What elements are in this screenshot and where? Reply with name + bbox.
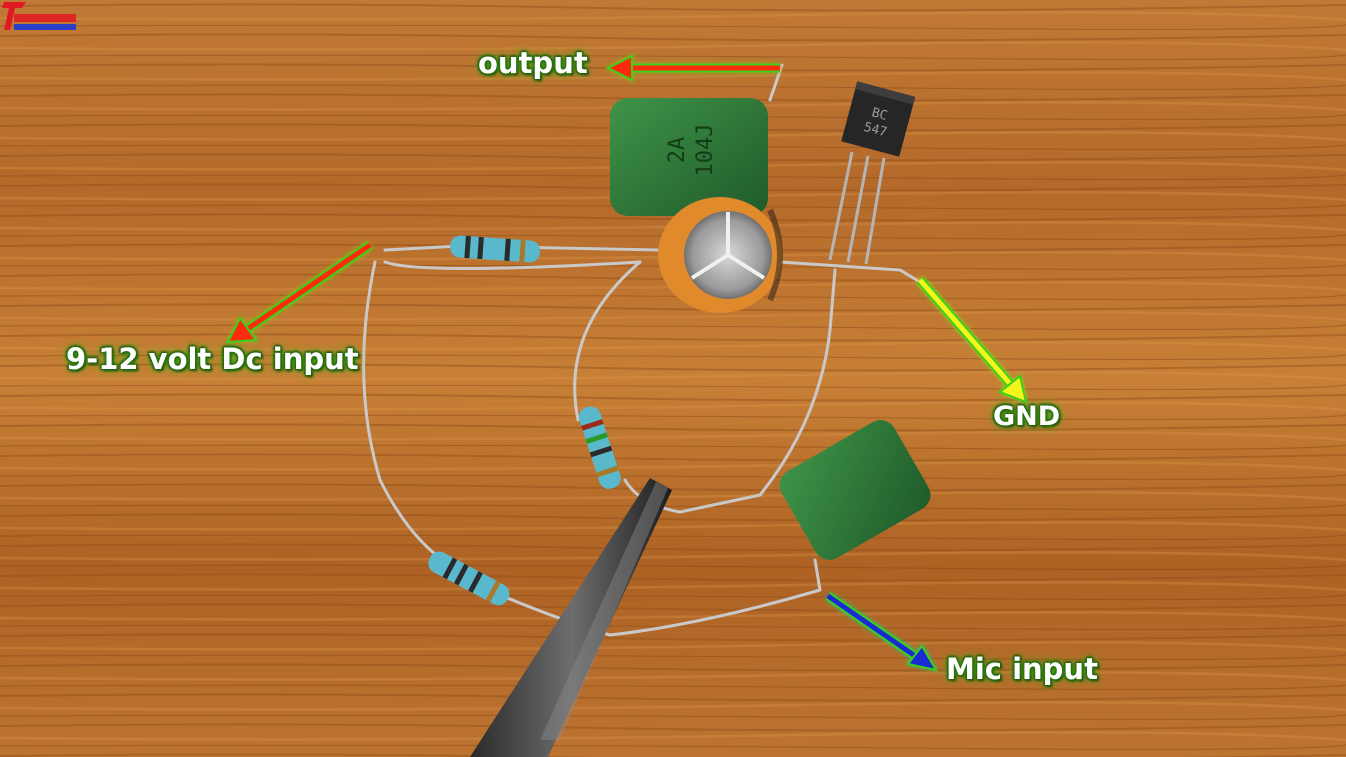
film-capacitor-bottom — [779, 420, 931, 560]
film-capacitor-top: 2A 104J — [610, 98, 768, 216]
label-gnd: GND — [993, 401, 1061, 432]
arrow-output — [605, 54, 780, 82]
arrow-mic-input — [825, 592, 939, 672]
tweezers — [470, 478, 672, 757]
resistor-bottom — [428, 551, 510, 606]
transistor: BC 547 — [828, 81, 916, 265]
electrolytic-capacitor — [658, 197, 783, 313]
transistor-marking-2: 547 — [862, 120, 889, 141]
resistor-top — [450, 235, 541, 263]
arrow-dc-input — [226, 241, 373, 344]
transistor-marking-1: BC — [870, 105, 889, 124]
arrow-gnd — [916, 277, 1028, 404]
resistor-middle — [578, 406, 621, 489]
capacitor-marking-1: 2A — [665, 137, 690, 164]
label-dc-input: 9-12 volt Dc input — [66, 342, 359, 376]
capacitor-marking-2: 104J — [693, 124, 718, 177]
channel-logo — [2, 2, 76, 30]
label-output: output — [478, 46, 588, 80]
label-mic-input: Mic input — [946, 652, 1098, 686]
